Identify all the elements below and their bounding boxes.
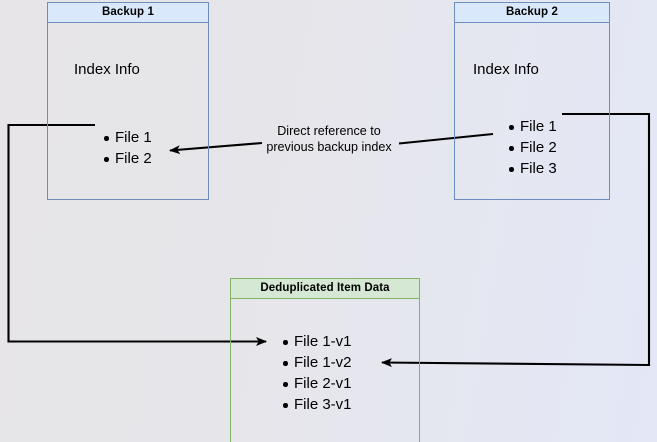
backup-1-index-info-label: Index Info [74,61,140,78]
list-item: File 3 [509,160,557,177]
node-deduplicated-item-data-body: File 1-v1 File 1-v2 File 2-v1 File 3-v1 [231,299,419,442]
backup-2-file-list: File 1 File 2 File 3 [503,116,557,179]
node-backup-2[interactable]: Backup 2 Index Info File 1 File 2 File 3 [454,2,610,200]
node-backup-1[interactable]: Backup 1 Index Info File 1 File 2 [47,2,209,200]
list-item: File 2 [509,139,557,156]
node-backup-2-title: Backup 2 [455,3,609,23]
list-item: File 3-v1 [283,396,352,413]
deduplicated-file-list: File 1-v1 File 1-v2 File 2-v1 File 3-v1 [277,331,352,415]
backup-2-index-info-label: Index Info [473,61,539,78]
list-item: File 2 [104,150,152,167]
list-item: File 1-v2 [283,354,352,371]
edge-label-direct-reference: Direct reference to previous backup inde… [249,123,409,155]
edge-label-line-2: previous backup index [266,140,392,154]
backup-1-file-list: File 1 File 2 [98,127,152,169]
list-item: File 1-v1 [283,333,352,350]
list-item: File 2-v1 [283,375,352,392]
node-backup-1-title: Backup 1 [48,3,208,23]
node-backup-2-body: Index Info File 1 File 2 File 3 [455,23,609,199]
edge-label-line-1: Direct reference to [277,124,381,138]
node-deduplicated-item-data-title: Deduplicated Item Data [231,279,419,299]
node-deduplicated-item-data[interactable]: Deduplicated Item Data File 1-v1 File 1-… [230,278,420,442]
list-item: File 1 [509,118,557,135]
list-item: File 1 [104,129,152,146]
node-backup-1-body: Index Info File 1 File 2 [48,23,208,199]
